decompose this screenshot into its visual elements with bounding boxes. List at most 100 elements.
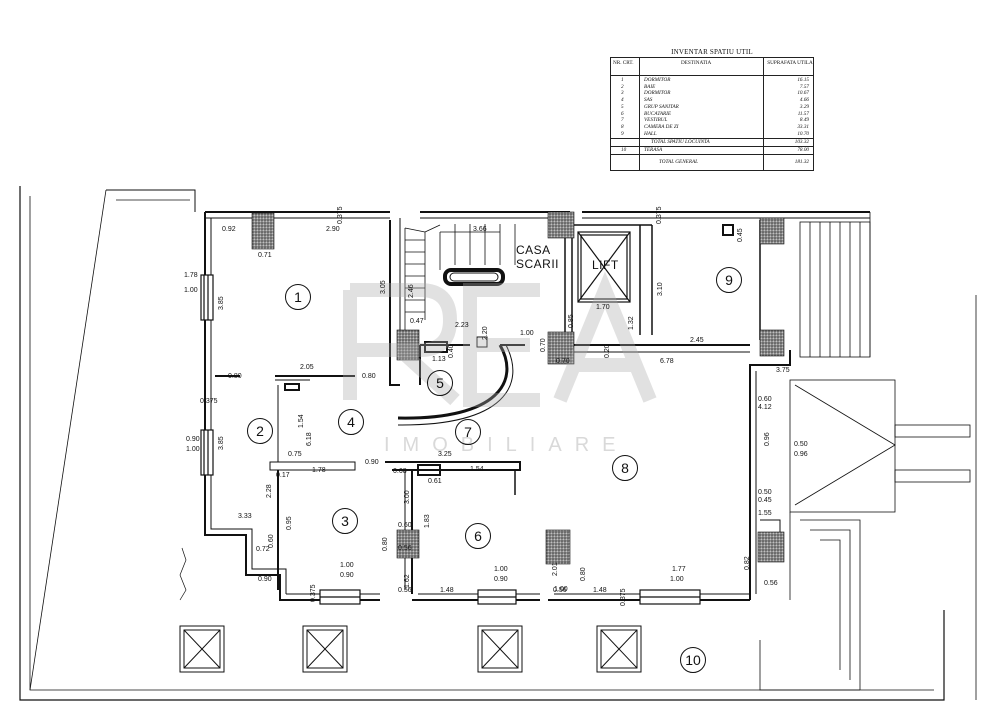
dimension-label: 0.40: [448, 344, 455, 358]
dimension-label: 2.45: [690, 337, 704, 344]
dimension-label: 0.80: [580, 567, 587, 581]
dimension-label: 3.66: [473, 226, 487, 233]
inventory-title: INVENTAR SPATIU UTIL: [671, 48, 753, 56]
dimension-label: 1.00: [554, 586, 568, 593]
inventory-row-area: 8.49: [799, 117, 809, 124]
dimension-label: 1.00: [670, 576, 684, 583]
dimension-label: 1.55: [758, 510, 772, 517]
room-10-marker: 10: [680, 647, 706, 673]
dimension-label: 0.68: [393, 468, 407, 475]
dimension-label: 0.50: [758, 489, 772, 496]
room-6-marker: 6: [465, 523, 491, 549]
watermark-logo: [343, 271, 657, 407]
inventory-row-nr: 1: [621, 77, 624, 83]
total-general-row: TOTAL GENERAL 181.32: [611, 159, 813, 165]
total-locuinta-label: TOTAL SPATIU LOCUINTA: [651, 139, 710, 145]
room-5-marker: 5: [427, 370, 453, 396]
dimension-label: 0.85: [568, 314, 575, 328]
dimension-label: 1.83: [424, 514, 431, 528]
inventory-row-area: 4.66: [799, 97, 809, 104]
inventory-row-area: 33.31: [797, 123, 809, 130]
inventory-row-nr: 4: [621, 97, 624, 104]
dimension-label: 0.80: [382, 537, 389, 551]
inventory-row-nr: 6: [621, 110, 624, 117]
dimension-label: 0.90: [258, 576, 272, 583]
dimension-label: 0.90: [340, 572, 354, 579]
inventory-row-nr: 3: [621, 90, 624, 97]
dimension-label: 1.54: [298, 414, 305, 428]
header-destinatia: DESTINATIA: [681, 60, 712, 66]
inventory-row-name: GRUP SANITAR: [644, 103, 679, 110]
dimension-label: 3.85: [218, 436, 225, 450]
dimension-label: 0.375: [656, 206, 663, 224]
room-9-marker: 9: [716, 267, 742, 293]
right-ramp: [759, 379, 971, 691]
dimension-label: 0.60: [758, 396, 772, 403]
inventory-row-area: 7.57: [799, 83, 809, 90]
inventory-row-name: BAIE: [644, 83, 656, 90]
dimension-label: 0.50: [794, 441, 808, 448]
inventory-row-name: VESTIBUL: [644, 117, 668, 124]
inventory-table: INVENTAR SPATIU UTIL NR. CRT. DESTINATIA…: [610, 48, 814, 171]
dimension-label: 1.00: [520, 330, 534, 337]
inventory-row-area: 11.57: [797, 110, 809, 117]
total-general-value: 181.32: [794, 159, 809, 165]
dimension-label: 6.18: [306, 432, 313, 446]
dimension-label: 1.00: [184, 287, 198, 294]
dimension-label: 0.96: [794, 451, 808, 458]
dimension-label: 0.92: [222, 226, 236, 233]
dimension-label: 0.90: [365, 459, 379, 466]
total-general-label: TOTAL GENERAL: [659, 159, 699, 165]
dimension-label: 0.82: [744, 556, 751, 570]
dimension-label: 3.25: [438, 451, 452, 458]
dimension-label: 1.13: [432, 356, 446, 363]
dimension-label: 3.75: [776, 367, 790, 374]
right-stairs: [799, 212, 871, 358]
inventory-row-nr: 5: [621, 103, 624, 110]
dimension-label: 1.70: [596, 304, 610, 311]
dimension-label: 2.23: [455, 322, 469, 329]
room-8-marker: 8: [612, 455, 638, 481]
dimension-label: 0.71: [258, 252, 272, 259]
dimension-label: 0.375: [337, 206, 344, 224]
dimension-label: 0.60: [398, 522, 412, 529]
dimension-label: 0.90: [186, 436, 200, 443]
inventory-row: 6 BUCATARIE 11.57: [611, 111, 813, 117]
dimension-label: 0.375: [200, 398, 218, 405]
room-4-marker: 4: [338, 409, 364, 435]
terrace-name: TERASA: [644, 147, 663, 153]
total-locuinta-row: TOTAL SPATIU LOCUINTA 103.32: [611, 139, 813, 145]
dimension-label: 0.56: [764, 580, 778, 587]
structural-columns: [251, 211, 785, 565]
dimension-label: 2.20: [482, 326, 489, 340]
dimension-label: 2.28: [266, 484, 273, 498]
dimension-label: 1.00: [494, 566, 508, 573]
dimension-label: 0.17: [276, 472, 290, 479]
dimension-label: 0.61: [428, 478, 442, 485]
inventory-row-nr: 8: [621, 123, 624, 130]
terrace-area: 78.00: [797, 147, 809, 153]
dimension-label: 0.375: [310, 584, 317, 602]
dimension-label: 0.70: [556, 358, 570, 365]
inventory-row-area: 16.15: [797, 77, 809, 83]
header-suprafata: SUPRAFATA UTILA: [767, 60, 813, 66]
staircase: [404, 224, 516, 330]
dimension-label: 6.78: [660, 358, 674, 365]
dimension-label: 2.01: [552, 562, 559, 576]
inventory-row-name: SAS: [644, 97, 653, 104]
terrace-outline: [19, 186, 945, 701]
dimension-label: 0.70: [540, 338, 547, 352]
room-1-marker: 1: [285, 284, 311, 310]
dimension-label: 0.56: [398, 587, 412, 594]
room-3-marker: 3: [332, 508, 358, 534]
dimension-label: 0.72: [256, 546, 270, 553]
dimension-label: 0.80: [362, 373, 376, 380]
dimension-label: 1.00: [340, 562, 354, 569]
dimension-label: 1.32: [628, 316, 635, 330]
inventory-row-name: CAMERA DE ZI: [644, 123, 679, 130]
inventory-row-name: BUCATARIE: [644, 110, 672, 117]
dimension-label: 0.95: [286, 516, 293, 530]
